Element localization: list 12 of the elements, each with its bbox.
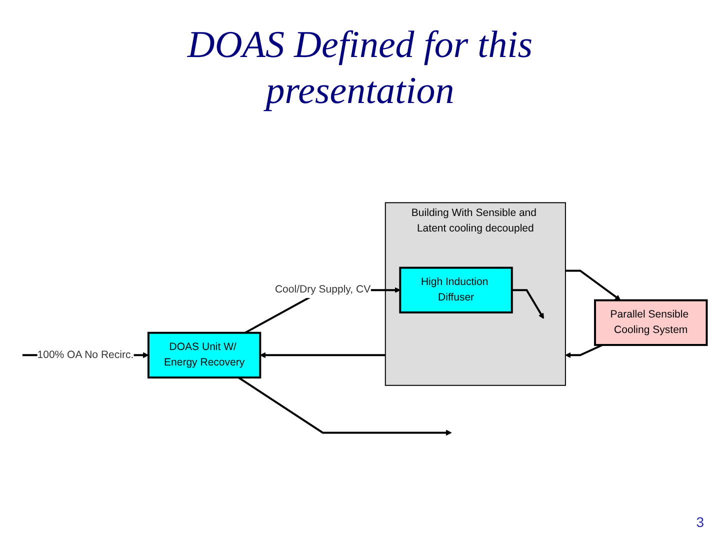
- title: DOAS Defined for this presentation: [186, 23, 534, 114]
- arrow: [565, 344, 603, 358]
- arrow: [512, 289, 544, 319]
- edge-label: 100% OA No Recirc.: [37, 349, 134, 360]
- node-box: Parallel Sensible Cooling System: [594, 299, 708, 346]
- arrow: [238, 376, 452, 436]
- arrow: [565, 270, 621, 301]
- node-box: DOAS Unit W/ Energy Recovery: [147, 332, 262, 378]
- page-number: 3: [696, 514, 704, 530]
- node-box: High Induction Diffuser: [399, 266, 513, 314]
- arrow: [260, 352, 386, 358]
- edge-label: Cool/Dry Supply, CV: [274, 284, 371, 296]
